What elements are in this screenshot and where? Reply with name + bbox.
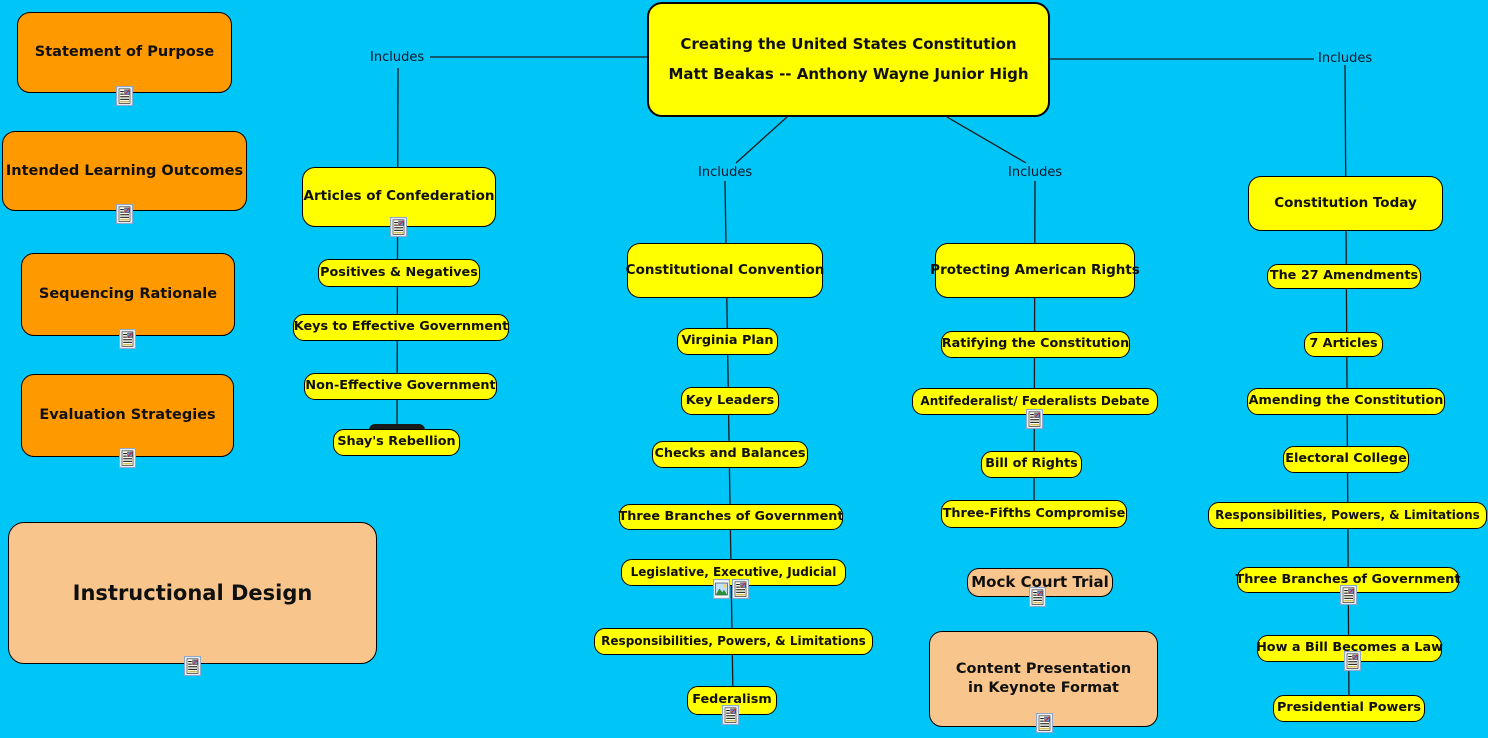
document-icon[interactable] [116,86,133,106]
node-ratifying-the-constitution[interactable]: Ratifying the Constitution [941,331,1130,358]
node-label: Non-Effective Government [305,378,496,394]
node-label: Presidential Powers [1277,700,1421,716]
node-three-fifths-compromise[interactable]: Three-Fifths Compromise [941,500,1127,528]
node-key-leaders[interactable]: Key Leaders [681,387,779,415]
node-amending-the-constitution[interactable]: Amending the Constitution [1247,388,1445,415]
node-label: Three-Fifths Compromise [942,505,1126,521]
node-label: Checks and Balances [654,446,806,462]
document-icon[interactable] [732,579,749,599]
node-label: Intended Learning Outcomes [5,162,244,179]
node-bill-of-rights[interactable]: Bill of Rights [981,451,1082,478]
node-label: Articles of Confederation [303,188,495,205]
node-mock-court-trial[interactable]: Mock Court Trial [967,568,1113,597]
node-label: Electoral College [1285,451,1407,467]
node-shays-rebellion[interactable]: Shay's Rebellion [333,429,460,456]
node-constitution-today[interactable]: Constitution Today [1248,176,1443,231]
link-label-includes-4[interactable]: Includes [1318,51,1373,66]
link-label-includes-3[interactable]: Includes [1008,165,1063,180]
node-title[interactable]: Creating the United States Constitution … [647,2,1050,117]
link-label-includes-1[interactable]: Includes [370,50,425,65]
node-label: Legislative, Executive, Judicial [630,564,837,579]
document-icon[interactable] [1344,651,1361,671]
document-icon[interactable] [119,329,136,349]
link-label-includes-2[interactable]: Includes [698,165,753,180]
node-label: Mock Court Trial [971,572,1109,591]
node-label: Federalism [692,692,772,708]
picture-icon[interactable] [713,579,730,599]
node-statement-of-purpose[interactable]: Statement of Purpose [17,12,232,93]
node-label: Positives & Negatives [320,264,478,280]
node-non-effective-government[interactable]: Non-Effective Government [304,373,497,400]
node-label: Evaluation Strategies [39,407,216,424]
node-label: Three Branches of Government [618,508,844,524]
node-label: Ratifying the Constitution [941,336,1130,352]
node-content-presentation[interactable]: Content Presentation in Keynote Format [929,631,1158,727]
document-icon[interactable] [1340,585,1357,605]
node-responsibilities-powers-limitations-2[interactable]: Responsibilities, Powers, & Limitations [1208,502,1487,529]
node-label: Virginia Plan [681,333,774,349]
node-label: Shay's Rebellion [337,434,456,450]
document-icon[interactable] [390,217,407,237]
node-label: Responsibilities, Powers, & Limitations [1215,507,1480,522]
node-label-line2: in Keynote Format [968,680,1119,696]
node-label: Key Leaders [685,392,775,408]
node-label: Statement of Purpose [34,44,215,61]
node-evaluation-strategies[interactable]: Evaluation Strategies [21,374,234,457]
node-intended-learning-outcomes[interactable]: Intended Learning Outcomes [2,131,247,211]
node-label: The 27 Amendments [1269,268,1419,284]
node-label-line1: Content Presentation [955,661,1132,678]
node-keys-to-effective-government[interactable]: Keys to Effective Government [293,314,509,341]
node-label: Antifederalist/ Federalists Debate [920,393,1150,408]
node-virginia-plan[interactable]: Virginia Plan [677,328,778,355]
node-label: Sequencing Rationale [38,286,218,303]
title-line1: Creating the United States Constitution [680,34,1017,53]
node-instructional-design[interactable]: Instructional Design [8,522,377,664]
document-icon[interactable] [722,705,739,725]
node-label: Three Branches of Government [1235,571,1461,587]
document-icon[interactable] [119,448,136,468]
node-label: Amending the Constitution [1248,393,1444,409]
document-icon[interactable] [1029,587,1046,607]
node-label: Bill of Rights [985,456,1078,472]
document-icon[interactable] [116,204,133,224]
document-icon[interactable] [184,656,201,676]
title-line2: Matt Beakas -- Anthony Wayne Junior High [668,65,1029,83]
node-positives-negatives[interactable]: Positives & Negatives [318,259,480,287]
node-label: Constitution Today [1274,194,1417,211]
node-label: 7 Articles [1309,336,1378,352]
hidden-node-edge [369,424,425,432]
node-the-27-amendments[interactable]: The 27 Amendments [1267,264,1421,289]
node-three-branches-of-government-1[interactable]: Three Branches of Government [618,504,844,530]
document-icon[interactable] [1036,713,1053,733]
node-constitutional-convention[interactable]: Constitutional Convention [625,243,825,298]
node-label: Keys to Effective Government [293,319,509,335]
node-label: Instructional Design [72,580,313,605]
node-label: Protecting American Rights [930,261,1140,278]
node-protecting-american-rights[interactable]: Protecting American Rights [930,243,1140,298]
document-icon[interactable] [1026,409,1043,429]
node-responsibilities-powers-limitations-1[interactable]: Responsibilities, Powers, & Limitations [594,628,873,655]
node-articles-of-confederation[interactable]: Articles of Confederation [302,167,496,227]
node-presidential-powers[interactable]: Presidential Powers [1273,695,1425,722]
node-label: Constitutional Convention [625,261,825,278]
node-7-articles[interactable]: 7 Articles [1304,332,1383,357]
node-checks-and-balances[interactable]: Checks and Balances [652,441,808,468]
node-label: How a Bill Becomes a Law [1256,640,1443,656]
node-electoral-college[interactable]: Electoral College [1283,446,1409,473]
node-federalism[interactable]: Federalism [687,686,777,715]
node-label: Responsibilities, Powers, & Limitations [601,633,866,648]
node-sequencing-rationale[interactable]: Sequencing Rationale [21,253,235,336]
